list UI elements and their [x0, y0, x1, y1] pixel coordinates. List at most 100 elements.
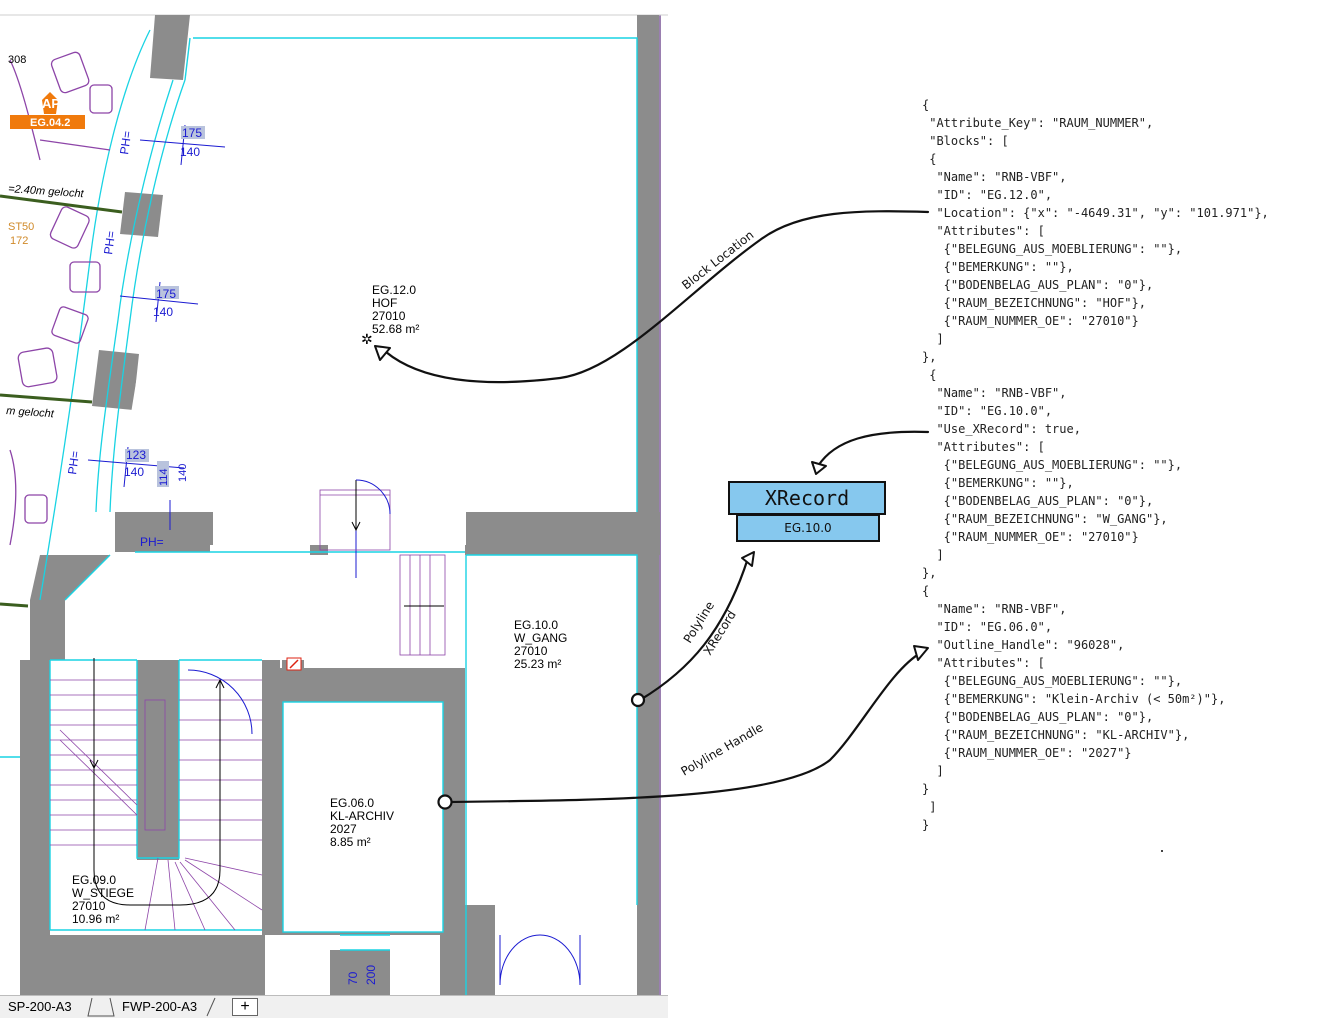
json-line: "Name": "RNB-VBF",: [922, 386, 1067, 400]
json-line: },: [922, 350, 937, 364]
gelocht-label-1: =2.40m gelocht: [8, 183, 85, 200]
stair-arrows: [89, 480, 444, 906]
json-line: {"BODENBELAG_AUS_PLAN": "0"},: [922, 278, 1154, 292]
tab-fwp-200-a3[interactable]: FWP-200-A3: [122, 999, 198, 1014]
dim-114: 114: [158, 468, 170, 486]
ph-label-4: PH=: [140, 535, 164, 549]
furniture: [9, 51, 113, 546]
json-line: "Attributes": [: [922, 224, 1045, 238]
json-line: ]: [922, 548, 944, 562]
badge-308: 308: [8, 54, 26, 66]
dim-140-b: 140: [153, 305, 173, 319]
use-xrecord-arrow: [816, 430, 930, 468]
label-polyline-xrecord-1: Polyline: [681, 599, 717, 646]
add-layout-button[interactable]: +: [232, 998, 258, 1016]
xrecord-id: EG.10.0: [736, 514, 880, 542]
json-listing: { "Attribute_Key": "RAUM_NUMMER", "Block…: [922, 96, 1269, 834]
dim-140-c: 140: [124, 465, 144, 479]
room-label-eg12: EG.12.0 HOF 27010 52.68 m²: [372, 284, 419, 336]
json-line: {: [922, 152, 937, 166]
json-line: "Location": {"x": "-4649.31", "y": "101.…: [922, 206, 1269, 220]
json-line: {: [922, 584, 930, 598]
label-polyline-xrecord-2: XRecord: [701, 608, 739, 658]
json-line: {"RAUM_NUMMER_OE": "27010"}: [922, 314, 1139, 328]
json-line: "Name": "RNB-VBF",: [922, 602, 1067, 616]
xrecord-title: XRecord: [728, 481, 886, 515]
ph-label-3: PH=: [65, 450, 82, 475]
json-line: {"BODENBELAG_AUS_PLAN": "0"},: [922, 494, 1154, 508]
room-area: 8.85 m²: [330, 835, 371, 849]
perforated-wall: [0, 194, 123, 608]
st72-label: 172: [10, 235, 28, 247]
xrecord-box: XRecord EG.10.0: [728, 481, 886, 543]
room-label-eg06: EG.06.0 KL-ARCHIV 2027 8.85 m²: [330, 797, 394, 849]
block-location-star-icon: ✲: [361, 332, 373, 348]
tab-sp-200-a3[interactable]: SP-200-A3: [8, 999, 72, 1014]
dim-140-a: 140: [180, 145, 200, 159]
json-line: }: [922, 818, 930, 832]
dim-175-b: 175: [156, 287, 176, 301]
facade: [39, 29, 186, 601]
ap-room-label: EG.04.2: [30, 117, 70, 129]
room-name: W_STIEGE: [72, 886, 135, 900]
json-line: {"BODENBELAG_AUS_PLAN": "0"},: [922, 710, 1154, 724]
arrowhead-polyline-xrecord-icon: [741, 551, 755, 567]
json-line: "ID": "EG.12.0",: [922, 188, 1053, 202]
json-line: ]: [922, 764, 944, 778]
json-line: "ID": "EG.06.0",: [922, 620, 1053, 634]
layout-tabs-bar: SP-200-A3 FWP-200-A3 +: [0, 995, 668, 1018]
tab-separator: [87, 997, 115, 1017]
room-id: EG.06.0: [330, 796, 375, 810]
json-line: "Attributes": [: [922, 440, 1045, 454]
dim-140-d: 140: [177, 464, 189, 482]
floor-plan: ✲ AP EG.04.2 308 =2.40m gelocht m geloch…: [0, 14, 668, 995]
json-line: "Use_XRecord": true,: [922, 422, 1081, 436]
json-line: {"RAUM_BEZEICHNUNG": "HOF"},: [922, 296, 1146, 310]
json-line: {"RAUM_NUMMER_OE": "2027"}: [922, 746, 1132, 760]
room-id: EG.10.0: [514, 618, 559, 632]
json-line: {"BELEGUNG_AUS_MOEBLIERUNG": ""},: [922, 674, 1183, 688]
arrowhead-xrecord-icon: [811, 461, 827, 475]
dim-200: 200: [364, 965, 378, 985]
json-line: ]: [922, 800, 937, 814]
ph-label-1: PH=: [117, 130, 134, 155]
json-line: {"RAUM_NUMMER_OE": "27010"}: [922, 530, 1139, 544]
json-line: },: [922, 566, 937, 580]
room-name: W_GANG: [514, 631, 568, 645]
json-line: {: [922, 98, 930, 112]
dim-123: 123: [126, 448, 146, 462]
ph-label-2: PH=: [101, 230, 118, 255]
json-line: {: [922, 368, 937, 382]
dim-175-a: 175: [182, 126, 202, 140]
gelocht-label-2: m gelocht: [6, 405, 55, 420]
room-label-eg10: EG.10.0 W_GANG 27010 25.23 m²: [514, 619, 567, 671]
json-line: {"BEMERKUNG": ""},: [922, 476, 1074, 490]
room-number: 2027: [330, 822, 357, 836]
dim-70: 70: [346, 971, 360, 985]
room-area: 52.68 m²: [372, 322, 420, 336]
json-line: {"BELEGUNG_AUS_MOEBLIERUNG": ""},: [922, 458, 1183, 472]
room-area: 10.96 m²: [72, 912, 120, 926]
json-line: {"BEMERKUNG": ""},: [922, 260, 1074, 274]
label-polyline-handle: Polyline Handle: [679, 720, 766, 778]
room-label-eg09: EG.09.0 W_STIEGE 27010 10.96 m²: [72, 874, 134, 926]
json-line: ]: [922, 332, 944, 346]
json-line: {"BEMERKUNG": "Klein-Archiv (< 50m²)"},: [922, 692, 1226, 706]
json-line: {"RAUM_BEZEICHNUNG": "W_GANG"},: [922, 512, 1168, 526]
room-id: EG.09.0: [72, 873, 117, 887]
label-block-location: Block Location: [679, 228, 756, 293]
room-area: 25.23 m²: [514, 657, 562, 671]
tab-separator: [206, 997, 216, 1017]
room-number: 27010: [72, 899, 106, 913]
ap-label: AP: [42, 96, 60, 111]
json-line: "Attributes": [: [922, 656, 1045, 670]
json-line: {"BELEGUNG_AUS_MOEBLIERUNG": ""},: [922, 242, 1183, 256]
st50-label: ST50: [8, 221, 34, 233]
json-line: "Name": "RNB-VBF",: [922, 170, 1067, 184]
json-line: "ID": "EG.10.0",: [922, 404, 1053, 418]
json-line: "Blocks": [: [922, 134, 1009, 148]
doors: [187, 479, 581, 986]
json-line: "Outline_Handle": "96028",: [922, 638, 1125, 652]
stray-dot: [1161, 850, 1163, 852]
room-name: KL-ARCHIV: [330, 809, 395, 823]
